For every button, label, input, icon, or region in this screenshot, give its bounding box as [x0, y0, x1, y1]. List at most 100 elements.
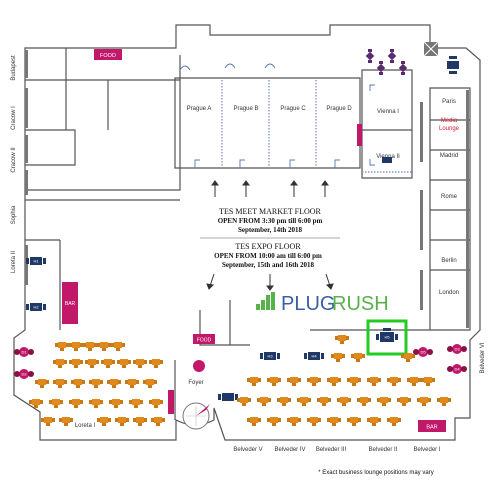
exhibitor-table — [377, 397, 391, 406]
exhibitor-table — [277, 397, 291, 406]
meet-market-hours: OPEN FROM 3:30 pm till 6:00 pm — [218, 217, 323, 225]
lounge-d5[interactable]: D5 — [413, 347, 433, 357]
exhibitor-table — [89, 379, 103, 388]
bar-sign-left: BAR — [62, 282, 78, 324]
exhibitor-table — [331, 353, 345, 362]
lounge-d2[interactable]: D2 — [14, 369, 34, 379]
room-loreta-i: Loreta I — [75, 423, 96, 429]
room-madrid: Madrid — [440, 153, 458, 159]
exhibitor-table — [133, 359, 147, 368]
exhibitor-table — [407, 377, 421, 386]
plugrush-bars-icon — [256, 292, 275, 310]
svg-text:FOOD: FOOD — [100, 53, 116, 59]
exhibitor-table — [287, 377, 301, 386]
foyer-compass-icon — [182, 402, 210, 430]
exhibitor-table — [335, 335, 349, 344]
svg-text:D4: D4 — [454, 367, 460, 372]
exhibitor-table — [307, 377, 321, 386]
room-loreta-ii: Loreta II — [11, 251, 17, 273]
direction-arrows — [206, 180, 334, 291]
room-paris: Paris — [442, 99, 456, 105]
booth-h5-highlight[interactable]: H5 — [366, 319, 408, 356]
exhibitor-table — [41, 417, 55, 426]
bar-sign-right: BAR — [418, 420, 446, 432]
room-crakow-ii: Cracow II — [11, 147, 17, 173]
exhibitor-table — [109, 399, 123, 408]
exhibitor-table — [367, 377, 381, 386]
svg-text:BAR: BAR — [65, 301, 76, 307]
exhibitor-table — [247, 417, 261, 426]
room-rome: Rome — [441, 194, 458, 200]
room-belveder-i: Belveder I — [413, 447, 440, 453]
expo-title: TES EXPO FLOOR — [235, 242, 301, 251]
svg-text:D2: D2 — [21, 372, 27, 377]
exhibitor-table — [55, 342, 69, 351]
exhibitor-tables — [29, 335, 451, 426]
booth-vienna-table — [382, 157, 392, 163]
exhibitor-table — [387, 417, 401, 426]
prague-partitions — [221, 80, 412, 173]
svg-text:D3: D3 — [454, 347, 460, 352]
exhibitor-table — [401, 353, 415, 362]
exhibitor-table — [337, 397, 351, 406]
room-media-lounge-line2: Lounge — [439, 126, 460, 132]
exhibitor-table — [69, 359, 83, 368]
room-crakow-i: Cracow I — [11, 106, 17, 130]
expo-date: September, 15th and 16th 2018 — [222, 261, 315, 269]
room-foyer: Foyer — [188, 380, 203, 386]
exhibitor-table — [327, 377, 341, 386]
meet-market-title: TES MEET MARKET FLOOR — [219, 207, 321, 216]
corner-table-navy — [447, 56, 459, 74]
exhibitor-table — [53, 379, 67, 388]
room-prague-c: Prague C — [280, 106, 306, 112]
exhibitor-table — [69, 399, 83, 408]
meet-market-info: TES MEET MARKET FLOOR OPEN FROM 3:30 pm … — [218, 207, 323, 234]
room-media-lounge-line1: Media — [441, 118, 458, 124]
outer-walls — [13, 24, 481, 441]
plugrush-logo: PLUG RUSH — [256, 292, 389, 315]
room-prague-d: Prague D — [326, 106, 352, 112]
exhibitor-table — [151, 417, 165, 426]
elevator-icon — [423, 41, 439, 57]
svg-text:BAR: BAR — [426, 425, 437, 431]
exhibitor-table — [143, 379, 157, 388]
exhibitor-table — [149, 359, 163, 368]
exhibitor-table — [307, 417, 321, 426]
room-belveder-vi: Belveder VI — [480, 342, 486, 373]
plugrush-text-b: RUSH — [332, 293, 389, 315]
exhibitor-table — [387, 377, 401, 386]
svg-text:H5: H5 — [384, 335, 390, 340]
exhibitor-table — [115, 417, 129, 426]
exhibitor-table — [417, 397, 431, 406]
exhibitor-table — [267, 377, 281, 386]
exhibitor-table — [257, 397, 271, 406]
exhibitor-table — [287, 417, 301, 426]
exhibitor-table — [89, 399, 103, 408]
booth-h4[interactable]: H4 — [304, 352, 324, 360]
exhibitor-table — [133, 417, 147, 426]
exhibitor-table — [69, 342, 83, 351]
booth-h2[interactable]: H2 — [26, 303, 46, 311]
exhibitor-table — [397, 397, 411, 406]
exhibitor-table — [35, 379, 49, 388]
exhibitor-table — [367, 417, 381, 426]
exhibitor-table — [347, 377, 361, 386]
exhibitor-table — [125, 379, 139, 388]
exhibitor-table — [117, 359, 131, 368]
svg-text:H4: H4 — [311, 354, 317, 359]
room-labels: Budapest Cracow I Cracow II Sophia Loret… — [11, 55, 486, 453]
booth-h1[interactable]: H1 — [26, 257, 46, 265]
lounge-d3[interactable]: D3 — [447, 344, 467, 354]
purple-table-cluster — [365, 49, 408, 75]
svg-text:H2: H2 — [33, 305, 39, 310]
room-belveder-iv: Belveder IV — [274, 447, 305, 453]
booth-h3[interactable]: H3 — [260, 352, 280, 360]
lounge-d4[interactable]: D4 — [447, 364, 467, 374]
room-prague-b: Prague B — [233, 106, 258, 112]
lounge-d1[interactable]: D1 — [14, 347, 34, 357]
food-sign-mid: FOOD — [193, 334, 215, 344]
room-sophia: Sophia — [11, 205, 17, 224]
svg-text:H3: H3 — [267, 354, 273, 359]
footnote: * Exact business lounge positions may va… — [318, 470, 433, 476]
